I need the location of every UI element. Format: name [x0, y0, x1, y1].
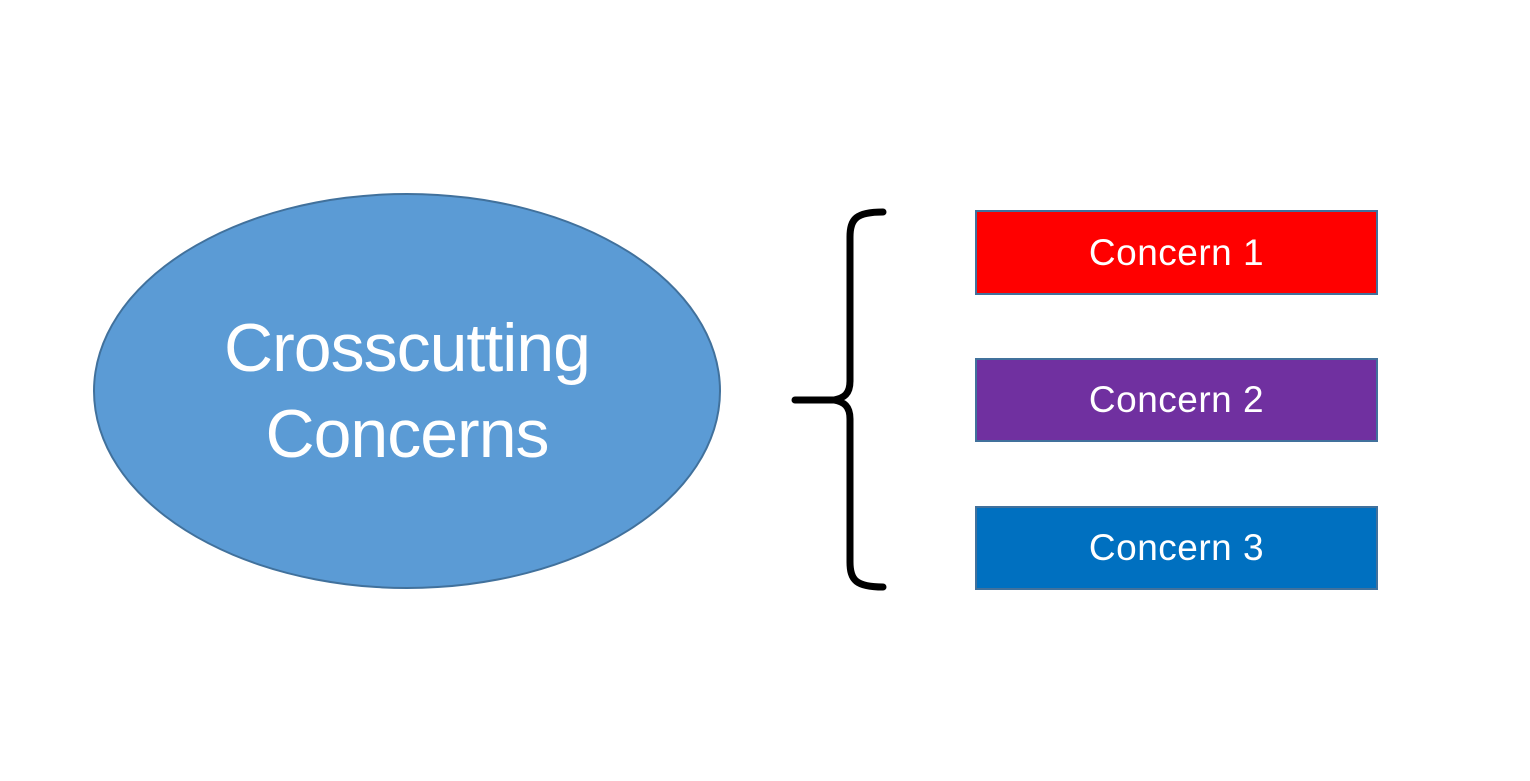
left-curly-brace-shape [791, 208, 887, 591]
concern-1-box: Concern 1 [975, 210, 1378, 295]
concern-1-label: Concern 1 [1088, 231, 1265, 273]
brace-curve [830, 208, 887, 591]
ellipse-label-line2: Concerns [265, 396, 549, 472]
crosscutting-concerns-ellipse: Crosscutting Concerns [93, 193, 721, 589]
concern-3-box: Concern 3 [975, 506, 1378, 590]
concern-3-label: Concern 3 [1088, 527, 1265, 568]
concern-2-label: Concern 2 [1088, 379, 1265, 420]
concern-2-box: Concern 2 [975, 358, 1378, 442]
ellipse-label-line1: Crosscutting [224, 310, 591, 386]
